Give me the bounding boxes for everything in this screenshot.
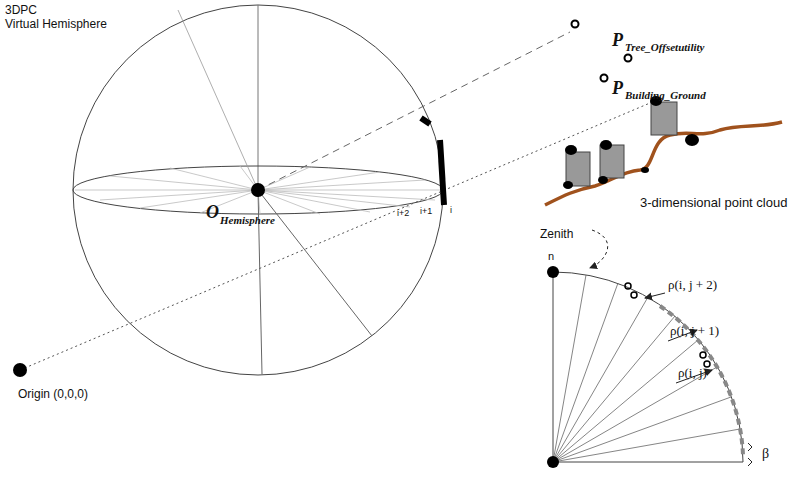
zenith-index: n <box>548 250 554 263</box>
center-label: O <box>206 202 219 223</box>
index-label: i+2 <box>397 208 409 218</box>
index-label: i+1 <box>420 206 432 216</box>
rho-label: ρ(i, j + 2) <box>668 278 717 293</box>
figure-title: 3DPC <box>5 4 37 18</box>
point-label: P <box>612 78 623 99</box>
rho-label: ρ(i, j + 1) <box>670 324 719 339</box>
rho-label: ρ(i, j) <box>678 366 707 381</box>
figure-title: Virtual Hemisphere <box>5 18 107 32</box>
point-subscript: Building_Ground <box>625 89 706 102</box>
zenith-label: Zenith <box>540 228 573 242</box>
cloud-label: 3-dimensional point cloud <box>640 196 787 211</box>
index-label: i <box>450 205 452 215</box>
point-label: P <box>612 30 623 51</box>
angle-label: β <box>762 446 769 462</box>
center-subscript: Hemisphere <box>220 214 275 227</box>
point-subscript: Tree_Offsetutility <box>625 41 704 54</box>
origin-label: Origin (0,0,0) <box>18 388 88 402</box>
